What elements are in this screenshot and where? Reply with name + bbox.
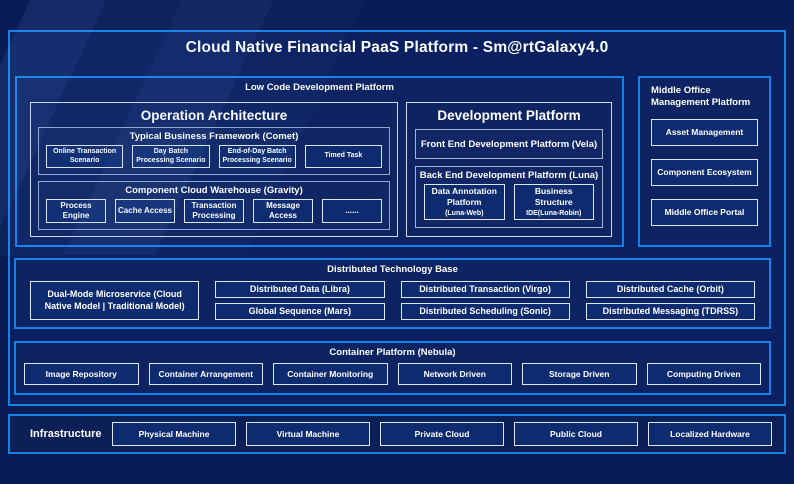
comet-item: Day Batch Processing Scenario <box>132 145 210 168</box>
container-item: Computing Driven <box>646 363 761 385</box>
infrastructure-item: Private Cloud <box>380 422 504 446</box>
distributed-item: Distributed Scheduling (Sonic) <box>400 303 570 320</box>
gravity-item: Message Access <box>253 199 313 223</box>
business-structure-ide-box: Business Structure IDE(Luna-Robin) <box>513 184 594 220</box>
gravity-item: Cache Access <box>115 199 175 223</box>
middle-office-item: Middle Office Portal <box>651 198 758 226</box>
page-title: Cloud Native Financial PaaS Platform - S… <box>185 39 609 56</box>
distributed-item: Distributed Messaging (TDRSS) <box>585 303 755 320</box>
container-item: Container Monitoring <box>273 363 388 385</box>
gravity-item: ...... <box>322 199 382 223</box>
distributed-item: Distributed Cache (Orbit) <box>585 281 755 298</box>
container-item: Storage Driven <box>522 363 637 385</box>
main-architecture-panel: Cloud Native Financial PaaS Platform - S… <box>8 30 786 406</box>
typical-business-framework-box: Typical Business Framework (Comet) Onlin… <box>38 127 390 175</box>
distributed-column: Dual-Mode Microservice (Cloud Native Mod… <box>30 281 200 320</box>
luna-items-row: Data Annotation Platform (Luna-Web) Busi… <box>416 182 602 227</box>
back-end-development-platform-title: Back End Development Platform (Luna) <box>419 170 599 181</box>
infrastructure-item: Virtual Machine <box>246 422 370 446</box>
dual-mode-microservice-box: Dual-Mode Microservice (Cloud Native Mod… <box>30 281 200 320</box>
middle-office-item: Component Ecosystem <box>651 158 758 186</box>
comet-item: End-of-Day Batch Processing Scenario <box>218 145 296 168</box>
container-item: Network Driven <box>397 363 512 385</box>
comet-item: Timed Task <box>304 145 382 168</box>
low-code-content: Operation Architecture Typical Business … <box>17 100 622 245</box>
luna-web-sublabel: (Luna-Web) <box>445 209 484 217</box>
back-end-development-platform-box: Back End Development Platform (Luna) Dat… <box>415 166 603 228</box>
container-platform-section: Container Platform (Nebula) Image Reposi… <box>14 341 771 395</box>
development-platform-title: Development Platform <box>437 108 581 123</box>
operation-architecture-title: Operation Architecture <box>140 108 288 123</box>
container-item: Container Arrangement <box>148 363 263 385</box>
typical-business-framework-title: Typical Business Framework (Comet) <box>129 131 299 142</box>
development-platform-box: Development Platform Front End Developme… <box>406 102 612 237</box>
container-item: Image Repository <box>24 363 139 385</box>
front-end-development-platform-box: Front End Development Platform (Vela) <box>415 129 603 159</box>
distributed-technology-base-section: Distributed Technology Base Dual-Mode Mi… <box>14 258 771 329</box>
low-code-development-platform-section: Low Code Development Platform Operation … <box>15 76 624 247</box>
data-annotation-platform-box: Data Annotation Platform (Luna-Web) <box>424 184 505 220</box>
distributed-column: Distributed Transaction (Virgo) Distribu… <box>400 281 570 320</box>
infrastructure-item: Public Cloud <box>514 422 638 446</box>
gravity-items-row: Process Engine Cache Access Transaction … <box>39 197 389 229</box>
infrastructure-item: Localized Hardware <box>648 422 772 446</box>
infrastructure-item: Physical Machine <box>112 422 236 446</box>
distributed-technology-base-label: Distributed Technology Base <box>327 264 458 275</box>
middle-office-management-platform-section: Middle Office Management Platform Asset … <box>638 76 771 247</box>
middle-office-item: Asset Management <box>651 118 758 146</box>
distributed-item: Distributed Transaction (Virgo) <box>400 281 570 298</box>
gravity-item: Process Engine <box>46 199 106 223</box>
low-code-development-platform-label: Low Code Development Platform <box>245 82 394 93</box>
data-annotation-platform-label: Data Annotation Platform <box>431 186 497 208</box>
distributed-column: Distributed Cache (Orbit) Distributed Me… <box>585 281 755 320</box>
distributed-column: Distributed Data (Libra) Global Sequence… <box>215 281 385 320</box>
container-items-row: Image Repository Container Arrangement C… <box>16 360 769 393</box>
gravity-item: Transaction Processing <box>184 199 244 223</box>
distributed-grid: Dual-Mode Microservice (Cloud Native Mod… <box>16 278 769 327</box>
distributed-item: Global Sequence (Mars) <box>215 303 385 320</box>
infrastructure-label: Infrastructure <box>30 428 102 440</box>
operation-architecture-box: Operation Architecture Typical Business … <box>30 102 398 237</box>
luna-robin-sublabel: IDE(Luna-Robin) <box>526 209 582 217</box>
container-platform-label: Container Platform (Nebula) <box>329 347 456 358</box>
comet-items-row: Online Transaction Scenario Day Batch Pr… <box>39 143 389 174</box>
middle-office-management-platform-label: Middle Office Management Platform <box>651 85 751 109</box>
component-cloud-warehouse-title: Component Cloud Warehouse (Gravity) <box>125 185 303 196</box>
distributed-item: Distributed Data (Libra) <box>215 281 385 298</box>
business-structure-label: Business Structure <box>534 186 573 208</box>
comet-item: Online Transaction Scenario <box>46 145 124 168</box>
infrastructure-section: Infrastructure Physical Machine Virtual … <box>8 414 786 454</box>
component-cloud-warehouse-box: Component Cloud Warehouse (Gravity) Proc… <box>38 181 390 230</box>
